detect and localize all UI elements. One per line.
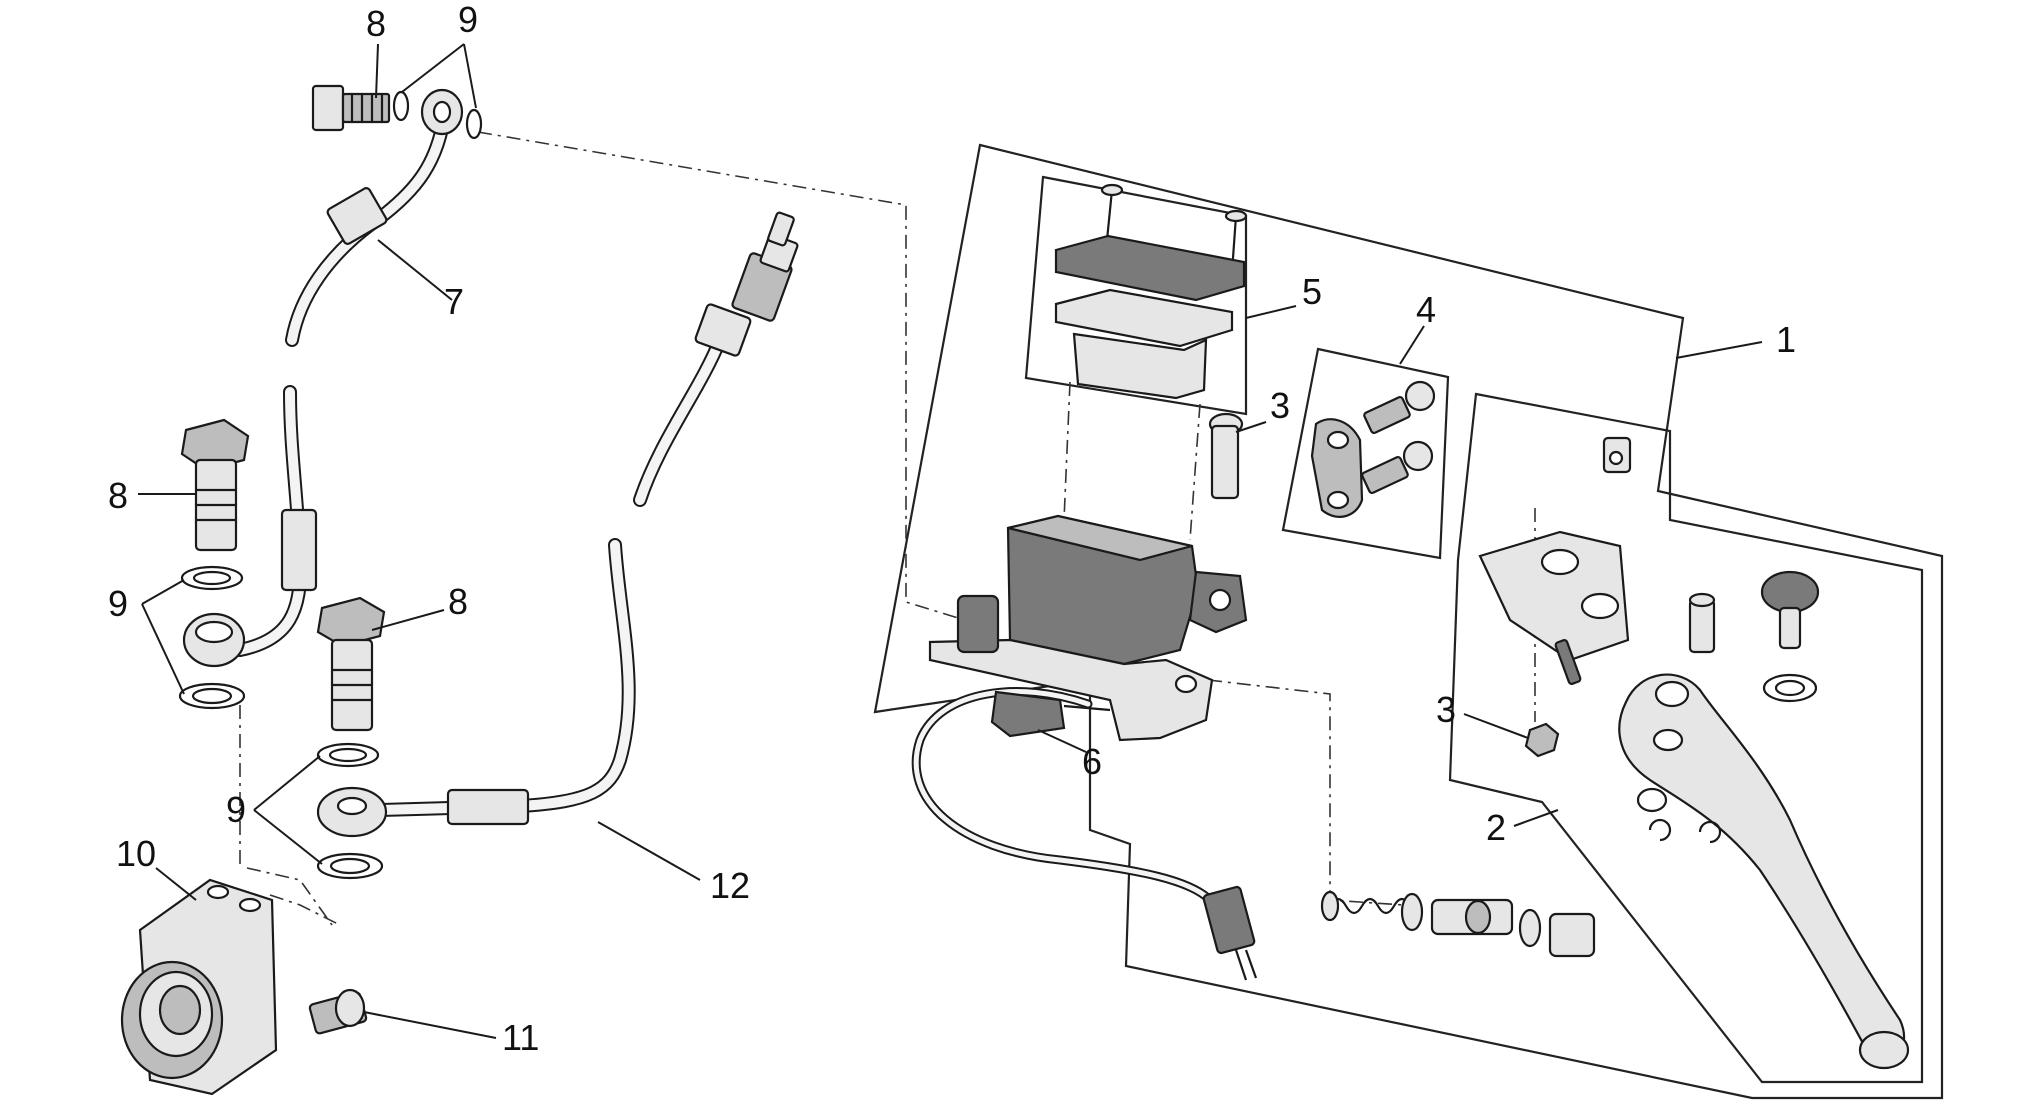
upper-brake-hose: [233, 105, 452, 657]
callout-3-lever: 3: [1436, 689, 1456, 730]
left-banjo-bolt: [180, 418, 250, 552]
callout-9-left: 9: [108, 583, 128, 624]
callout-5: 5: [1302, 271, 1322, 312]
handlebar-clamp-kit: [1310, 380, 1436, 518]
lower-clutch-hose: [316, 333, 727, 838]
upper-banjo-bolt: [311, 84, 391, 132]
bleed-screw: [308, 988, 368, 1035]
upper-banjo-fitting: [420, 88, 464, 136]
callout-10: 10: [116, 833, 156, 874]
center-sealing-washers: [316, 742, 384, 880]
callout-1: 1: [1776, 319, 1796, 360]
hose-end-fitting: [694, 211, 799, 357]
master-cylinder-body: [928, 514, 1248, 742]
center-banjo-bolt: [316, 596, 386, 732]
callout-8-left: 8: [108, 475, 128, 516]
clamp-kit-frame: [1281, 347, 1450, 560]
callout-labels: 1 2 3 3 4 5 6 7 8 8 8 9 9 9 10 11 12: [108, 0, 1796, 1058]
callout-11: 11: [502, 1017, 539, 1058]
leader-lines: [138, 43, 1763, 1039]
callout-3-body: 3: [1270, 385, 1290, 426]
left-banjo-fitting: [182, 612, 246, 668]
master-cylinder-piston-kit: [1320, 890, 1596, 958]
slave-cylinder: [120, 878, 278, 1096]
callout-8-center: 8: [448, 581, 468, 622]
lever-adjuster-knob: [1760, 570, 1820, 703]
lever-bracket: [1478, 436, 1632, 662]
lever-locknut: [1524, 722, 1560, 758]
reservoir-cap-kit-frame: [1024, 175, 1248, 416]
callout-9-center: 9: [226, 789, 246, 830]
lever-pivot-pin: [1688, 592, 1716, 654]
upper-sealing-washers: [392, 90, 483, 140]
reservoir-cap-kit: [1054, 183, 1248, 400]
assembly-2-frame: [1448, 392, 1924, 1084]
callout-2: 2: [1486, 807, 1506, 848]
lever-clips: [1636, 787, 1722, 844]
callout-12: 12: [710, 865, 750, 906]
callout-6: 6: [1082, 741, 1102, 782]
clutch-switch: [911, 687, 1258, 981]
callout-9-top: 9: [458, 0, 478, 40]
clutch-lever: [1618, 673, 1910, 1070]
lever-spring: [1554, 639, 1582, 685]
callout-8-top: 8: [366, 3, 386, 44]
callout-7: 7: [444, 281, 464, 322]
reservoir-screw: [1208, 412, 1244, 500]
left-sealing-washers: [178, 565, 246, 710]
callout-4: 4: [1416, 289, 1436, 330]
